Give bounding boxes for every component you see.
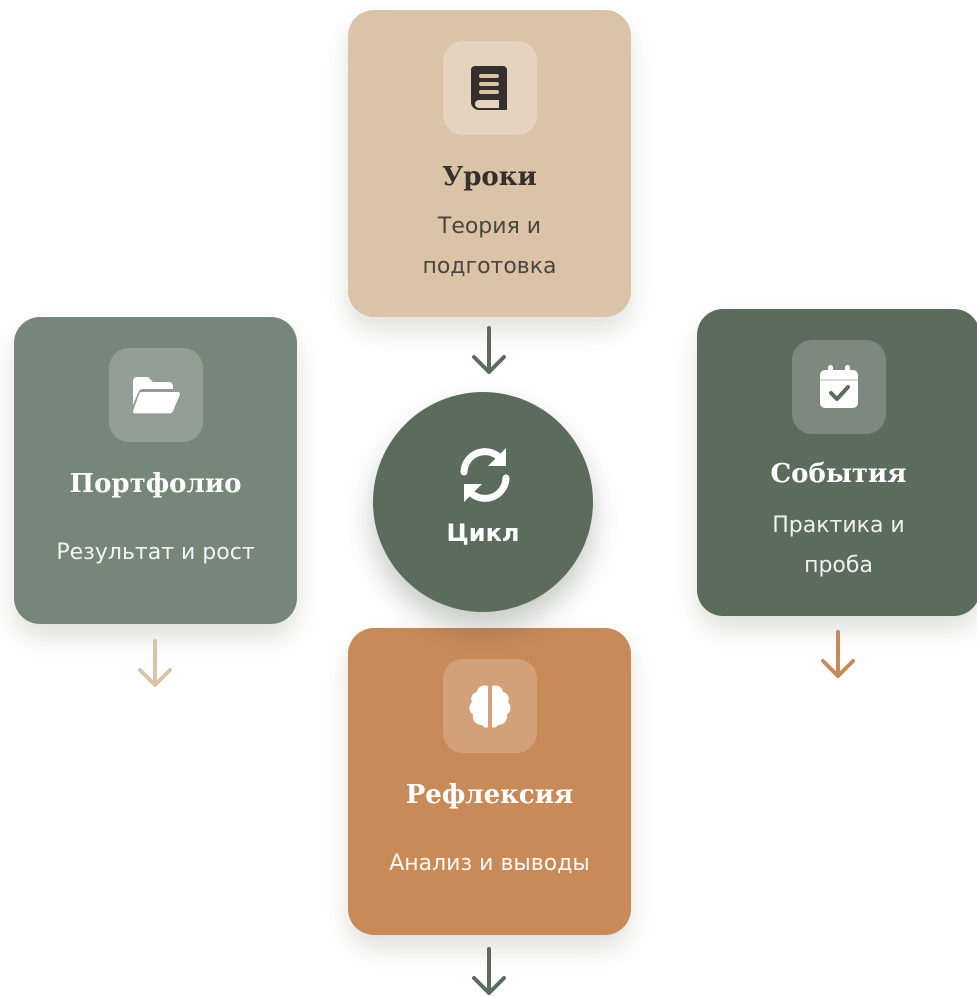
lessons-title: Уроки [442, 162, 537, 192]
card-reflection [348, 628, 631, 935]
reflection-description: Анализ и выводы [389, 851, 590, 876]
arrow-down-icon [472, 326, 506, 374]
arrow-down-icon [472, 947, 506, 995]
card-portfolio [14, 317, 297, 624]
events-icon-box [792, 340, 886, 434]
portfolio-description: Результат и рост [56, 540, 255, 565]
calendar-check-icon [820, 365, 858, 408]
folder-open-icon [133, 377, 180, 414]
lessons-description: Теория и подготовка [422, 214, 557, 279]
book-icon [471, 66, 507, 110]
events-description: Практика и проба [772, 513, 905, 578]
cycle-label: Цикл [446, 519, 520, 547]
arrow-down-icon [821, 630, 855, 678]
events-title: События [770, 459, 907, 489]
lessons-icon-box [443, 41, 537, 135]
portfolio-icon-box [109, 348, 203, 442]
reflection-title: Рефлексия [405, 780, 574, 810]
brain-icon [469, 685, 511, 728]
sync-icon [460, 448, 510, 502]
portfolio-title: Портфолио [69, 469, 242, 499]
reflection-icon-box [443, 659, 537, 753]
card-events [697, 309, 977, 616]
cycle-center: Цикл [373, 392, 593, 612]
card-lessons [348, 10, 631, 317]
arrow-down-icon [138, 639, 172, 687]
